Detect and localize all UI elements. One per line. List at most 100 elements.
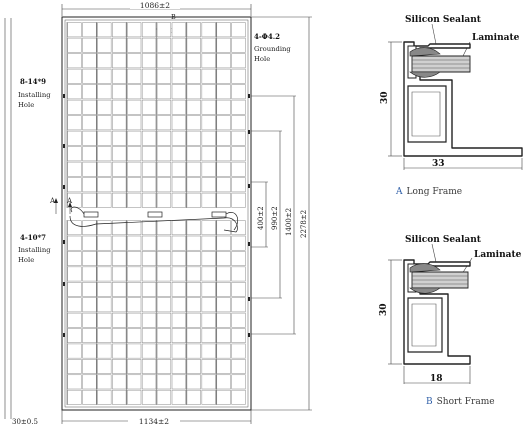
lower-solar-cell — [141, 359, 157, 374]
upper-solar-cell — [97, 68, 112, 84]
upper-solar-cell — [97, 84, 112, 100]
lower-solar-cell — [171, 297, 186, 313]
upper-solar-cell — [231, 192, 246, 208]
lower-solar-cell — [216, 374, 231, 390]
upper-solar-cell — [67, 177, 82, 193]
upper-solar-cell — [141, 53, 157, 69]
lower-solar-cell — [186, 235, 201, 251]
upper-solar-cell — [141, 84, 157, 100]
upper-solar-cell — [112, 192, 127, 208]
upper-solar-cell — [112, 22, 127, 38]
section-a-arrowhead-left — [54, 198, 58, 203]
upper-solar-cell — [67, 84, 82, 100]
lower-solar-cell — [186, 359, 201, 374]
lower-solar-cell — [156, 266, 172, 282]
right-edge-hole-marks — [248, 94, 250, 337]
upper-solar-cell — [156, 22, 172, 38]
lower-solar-cell — [127, 328, 142, 343]
lower-solar-cell — [186, 282, 201, 297]
lower-solar-cell — [97, 220, 112, 236]
lower-solar-cell — [97, 389, 112, 405]
upper-solar-cell — [171, 22, 186, 38]
upper-solar-cell — [156, 115, 172, 131]
upper-solar-cell — [67, 68, 82, 84]
installing-hole-bottom-label-2: Hole — [18, 256, 34, 264]
lower-solar-cell — [201, 359, 216, 374]
lower-solar-cell — [112, 389, 127, 405]
lower-solar-cell — [67, 220, 82, 236]
lower-solar-cell — [97, 374, 112, 390]
lower-solar-cell — [171, 266, 186, 282]
lower-solar-cell — [156, 374, 172, 390]
short-frame-caption-letter: B — [426, 397, 433, 407]
long-frame-laminate-layers — [412, 59, 470, 69]
upper-solar-cell — [186, 130, 201, 146]
upper-solar-cell — [156, 161, 172, 177]
upper-solar-cell — [112, 146, 127, 162]
lower-solar-cell — [186, 343, 201, 359]
upper-solar-cell — [171, 130, 186, 146]
upper-solar-cell — [186, 177, 201, 193]
lower-solar-cell — [127, 312, 142, 328]
upper-solar-cell — [231, 53, 246, 69]
lower-solar-cell — [201, 343, 216, 359]
lower-solar-cell — [67, 374, 82, 390]
lower-solar-cell — [156, 235, 172, 251]
lower-solar-cell — [112, 374, 127, 390]
upper-solar-cell — [186, 22, 201, 38]
long-frame-sealant-leader — [431, 23, 437, 45]
upper-solar-cell — [141, 177, 157, 193]
lower-solar-cell — [231, 235, 246, 251]
upper-solar-cell — [112, 53, 127, 69]
upper-solar-cell — [201, 192, 216, 208]
upper-solar-cell — [171, 115, 186, 131]
upper-solar-cell — [186, 192, 201, 208]
upper-solar-cell — [97, 115, 112, 131]
lower-solar-cell — [112, 312, 127, 328]
junction-box-right — [211, 211, 227, 218]
upper-solar-cell — [201, 130, 216, 146]
lower-solar-cell — [127, 235, 142, 251]
upper-solar-cell — [82, 84, 97, 100]
bottom-width-label-bg — [128, 416, 180, 425]
upper-solar-cell — [82, 192, 97, 208]
upper-solar-cell — [186, 37, 201, 53]
lower-solar-cell — [186, 297, 201, 313]
lower-solar-cell — [201, 220, 216, 236]
short-frame-hollow-chamber — [407, 297, 443, 353]
upper-solar-cell — [97, 37, 112, 53]
lower-solar-cell — [201, 312, 216, 328]
upper-solar-cell — [186, 146, 201, 162]
lower-solar-cell — [216, 235, 231, 251]
cable-loop-right — [225, 212, 238, 231]
upper-solar-cell — [201, 84, 216, 100]
lower-solar-cell — [186, 374, 201, 390]
grounding-hole-label-2: Hole — [254, 55, 270, 63]
lower-solar-cell — [171, 220, 186, 236]
lower-solar-cell — [82, 312, 97, 328]
upper-solar-cell — [82, 68, 97, 84]
grounding-hole-label-1: Grounding — [254, 45, 291, 53]
section-a-mark-right: A — [66, 197, 73, 205]
lower-solar-cell — [82, 235, 97, 251]
upper-solar-cell — [201, 53, 216, 69]
lower-solar-cell — [171, 282, 186, 297]
upper-solar-cell — [231, 84, 246, 100]
lower-solar-cell — [112, 359, 127, 374]
long-frame-hollow-chamber — [407, 85, 447, 143]
upper-solar-cell — [141, 192, 157, 208]
lower-solar-cell — [231, 220, 246, 236]
short-frame-chamber-inner — [411, 303, 437, 347]
left-edge-hole-marks — [63, 94, 65, 337]
upper-solar-cell — [171, 53, 186, 69]
upper-solar-cell — [216, 192, 231, 208]
upper-solar-cell — [156, 146, 172, 162]
lower-solar-cell — [186, 266, 201, 282]
upper-solar-cell — [216, 37, 231, 53]
lower-solar-cell — [67, 266, 82, 282]
lower-solar-cell — [141, 251, 157, 266]
upper-solar-cell — [201, 37, 216, 53]
upper-solar-cell — [82, 146, 97, 162]
module-front-view: 1086±2 B B A A 4-Φ4.2 Grounding Hole — [4, 1, 312, 426]
